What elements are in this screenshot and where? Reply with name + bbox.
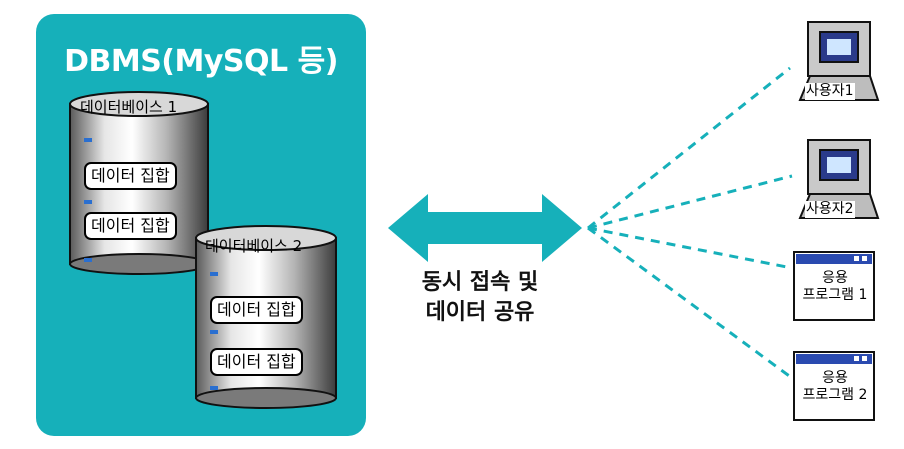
program-1-line-1: 응용: [822, 270, 848, 286]
connection-lines: [587, 66, 793, 380]
user-1-label: 사용자1: [805, 83, 855, 100]
dbms-title: DBMS(MySQL 등): [64, 44, 338, 79]
computer-icon: [798, 21, 880, 101]
bidirectional-arrow: [388, 194, 582, 262]
program-2-line-2: 프로그램 2: [802, 387, 868, 403]
program-1-label: 응용 프로그램 1: [794, 270, 876, 304]
caption-line-2: 데이터 공유: [425, 300, 535, 325]
user-2-label: 사용자2: [805, 201, 855, 218]
data-set-label: 데이터 집합: [210, 296, 303, 324]
data-set-label: 데이터 집합: [84, 212, 177, 240]
program-2-line-1: 응용: [822, 370, 848, 386]
window-icon: [793, 251, 875, 321]
connection-caption: 동시 접속 및 데이터 공유: [380, 268, 580, 328]
window-icon: [793, 351, 875, 421]
program-1-line-2: 프로그램 1: [802, 287, 868, 303]
data-set-label: 데이터 집합: [210, 348, 303, 376]
database-1-label: 데이터베이스 1: [80, 98, 178, 116]
data-set-label: 데이터 집합: [84, 162, 177, 190]
caption-line-1: 동시 접속 및: [421, 270, 539, 295]
program-2-label: 응용 프로그램 2: [794, 370, 876, 404]
database-2-label: 데이터베이스 2: [205, 237, 303, 255]
